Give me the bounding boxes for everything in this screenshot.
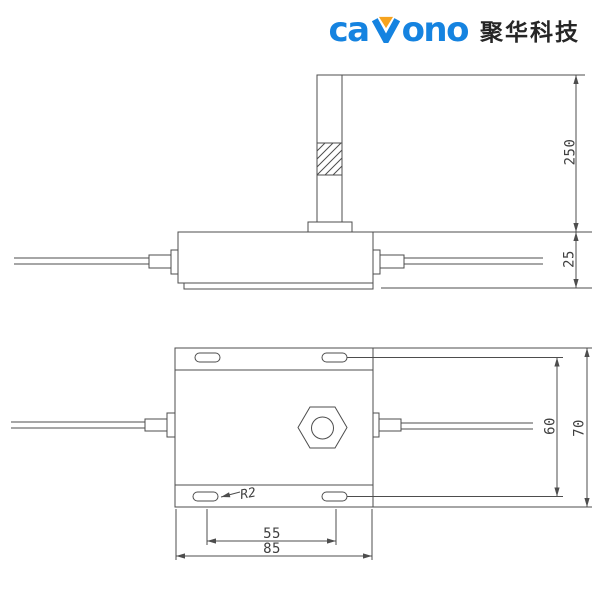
brand-v-icon <box>371 16 400 43</box>
top-view <box>11 347 533 508</box>
hex-nut <box>297 406 348 449</box>
cable-collar <box>372 249 381 275</box>
front-left-cable <box>14 249 179 275</box>
front-view-dimensions: 250 25 <box>342 74 592 289</box>
brand-logo: ca ono <box>328 10 470 50</box>
cable-gland <box>144 418 168 432</box>
front-body-baseplate <box>183 282 374 290</box>
company-name: 聚华科技 <box>480 20 580 46</box>
brand-v-stroke <box>371 18 400 43</box>
cable-collar <box>372 412 380 438</box>
cable-collar <box>166 412 176 438</box>
mounting-slot-top-left <box>194 352 221 363</box>
leader-line-slot-radius <box>220 491 241 498</box>
cable-gland <box>148 254 172 269</box>
hatch-line <box>316 142 342 168</box>
front-body <box>177 231 374 284</box>
cable-gland <box>379 254 405 269</box>
top-left-cable <box>11 412 176 438</box>
dim-text-slot-span-v: 60 <box>543 417 559 435</box>
mounting-slot-top-right <box>321 352 348 363</box>
mounting-slot-bottom-right <box>321 491 348 502</box>
top-body <box>174 347 374 508</box>
cable-gland <box>378 418 402 432</box>
hatch-line <box>332 165 343 176</box>
dim-text-body-width: 85 <box>263 541 281 557</box>
front-right-cable <box>372 249 543 275</box>
hatch-line <box>316 149 343 176</box>
brand-text-suffix: ono <box>401 10 470 50</box>
dim-text-body-depth: 70 <box>572 419 588 437</box>
probe-tube <box>316 74 343 223</box>
hex-nut-outline <box>297 406 348 449</box>
front-view <box>14 74 543 290</box>
dim-text-slot-radius: R2 <box>239 485 257 503</box>
mounting-slot-bottom-left <box>192 491 219 502</box>
dim-text-body-height: 25 <box>562 250 578 268</box>
probe-base-collar <box>307 221 353 233</box>
probe-break-hatch <box>316 142 343 176</box>
top-right-cable <box>372 412 533 438</box>
hatch-line <box>316 142 334 160</box>
dim-text-slot-span-h: 55 <box>263 526 281 542</box>
top-view-dimensions: 60 70 55 85 R2 <box>175 347 592 560</box>
brand-text-prefix: ca <box>328 10 370 50</box>
hatch-line <box>324 157 343 176</box>
brand-v-triangle-icon <box>378 16 393 29</box>
logo: ca ono 聚华科技 <box>328 12 580 48</box>
dim-text-probe-length: 250 <box>563 139 579 166</box>
hatch-line <box>316 142 326 152</box>
hex-nut-bore <box>311 416 334 440</box>
cable-collar <box>170 249 179 275</box>
